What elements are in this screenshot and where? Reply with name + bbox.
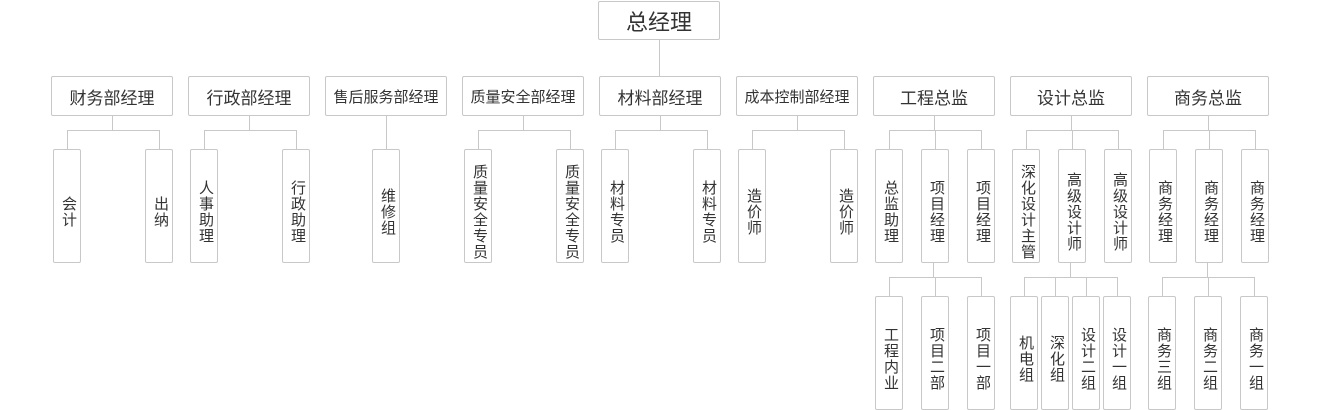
role-node: 项目经理 xyxy=(967,149,995,263)
connector-line xyxy=(1255,130,1256,149)
connector-line xyxy=(1117,277,1118,296)
team-node: 商务一组 xyxy=(1240,296,1268,410)
connector-line xyxy=(1254,277,1255,296)
connector-line xyxy=(1072,130,1073,149)
connector-line xyxy=(204,130,205,149)
team-node: 项目二部 xyxy=(921,296,949,410)
dept-node: 工程总监 xyxy=(873,76,995,116)
connector-line xyxy=(249,116,250,130)
connector-line xyxy=(1055,277,1056,296)
connector-line xyxy=(844,130,845,149)
connector-line xyxy=(1208,116,1209,130)
connector-line xyxy=(1071,116,1072,130)
role-node: 出纳 xyxy=(145,149,173,263)
connector-line xyxy=(1208,277,1209,296)
dept-node: 行政部经理 xyxy=(188,76,310,116)
connector-line xyxy=(1070,263,1071,277)
dept-node: 财务部经理 xyxy=(51,76,173,116)
connector-line xyxy=(386,130,387,149)
connector-line xyxy=(1207,263,1208,277)
connector-line xyxy=(112,116,113,130)
connector-line xyxy=(935,130,936,149)
role-node: 材料专员 xyxy=(693,149,721,263)
role-node: 高级设计师 xyxy=(1104,149,1132,263)
team-node: 机电组 xyxy=(1010,296,1038,410)
role-node: 造价师 xyxy=(830,149,858,263)
connector-line xyxy=(933,263,934,277)
role-node: 行政助理 xyxy=(282,149,310,263)
team-node: 工程内业 xyxy=(875,296,903,410)
connector-line xyxy=(615,130,616,149)
connector-line xyxy=(159,130,160,149)
role-node: 高级设计师 xyxy=(1058,149,1086,263)
connector-line xyxy=(1163,130,1164,149)
connector-line xyxy=(1086,277,1087,296)
dept-node: 商务总监 xyxy=(1147,76,1269,116)
role-node: 项目经理 xyxy=(921,149,949,263)
team-node: 商务二组 xyxy=(1194,296,1222,410)
connector-line xyxy=(1024,277,1118,278)
connector-line xyxy=(478,130,571,131)
connector-line xyxy=(1026,130,1027,149)
role-node: 质量安全专员 xyxy=(464,149,492,263)
connector-line xyxy=(752,130,753,149)
connector-line xyxy=(1118,130,1119,149)
role-node: 总监助理 xyxy=(875,149,903,263)
team-node: 设计一组 xyxy=(1103,296,1131,410)
role-node: 维修组 xyxy=(372,149,400,263)
connector-line xyxy=(1024,277,1025,296)
connector-line xyxy=(523,116,524,130)
role-node: 深化设计主管 xyxy=(1012,149,1040,263)
dept-node: 设计总监 xyxy=(1010,76,1132,116)
connector-line xyxy=(659,40,660,76)
dept-node: 质量安全部经理 xyxy=(462,76,584,116)
dept-node: 成本控制部经理 xyxy=(736,76,858,116)
connector-line xyxy=(1209,130,1210,149)
team-node: 深化组 xyxy=(1041,296,1069,410)
connector-line xyxy=(1162,277,1163,296)
connector-line xyxy=(752,130,845,131)
connector-line xyxy=(934,116,935,130)
connector-line xyxy=(478,130,479,149)
connector-line xyxy=(67,130,68,149)
connector-line xyxy=(296,130,297,149)
team-node: 商务三组 xyxy=(1148,296,1176,410)
team-node: 设计二组 xyxy=(1072,296,1100,410)
role-node: 商务经理 xyxy=(1195,149,1223,263)
connector-line xyxy=(660,116,661,130)
role-node: 人事助理 xyxy=(190,149,218,263)
connector-line xyxy=(981,130,982,149)
connector-line xyxy=(67,130,160,131)
connector-line xyxy=(889,130,890,149)
connector-line xyxy=(204,130,297,131)
role-node: 造价师 xyxy=(738,149,766,263)
connector-line xyxy=(386,116,387,130)
role-node: 商务经理 xyxy=(1241,149,1269,263)
dept-node: 售后服务部经理 xyxy=(325,76,447,116)
role-node: 会计 xyxy=(53,149,81,263)
connector-line xyxy=(935,277,936,296)
root-node: 总经理 xyxy=(598,1,720,40)
connector-line xyxy=(889,277,890,296)
role-node: 材料专员 xyxy=(601,149,629,263)
team-node: 项目一部 xyxy=(967,296,995,410)
connector-line xyxy=(570,130,571,149)
connector-line xyxy=(981,277,982,296)
connector-line xyxy=(797,116,798,130)
connector-line xyxy=(615,130,708,131)
dept-node: 材料部经理 xyxy=(599,76,721,116)
role-node: 商务经理 xyxy=(1149,149,1177,263)
role-node: 质量安全专员 xyxy=(556,149,584,263)
connector-line xyxy=(707,130,708,149)
